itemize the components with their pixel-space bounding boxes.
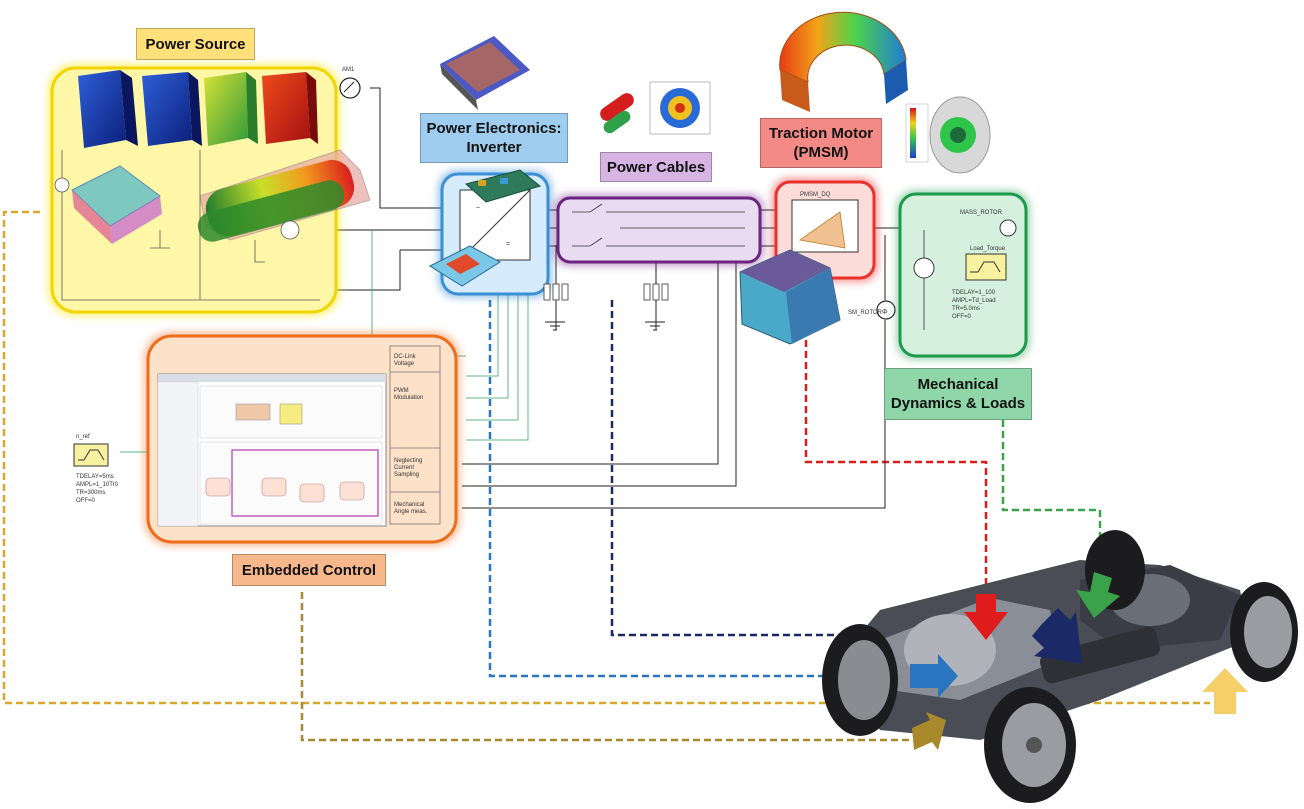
speed-ref-param-1: TDELAY=5ms <box>76 474 114 480</box>
dashed-links <box>2 210 1210 742</box>
inverter-3d-render <box>440 36 530 110</box>
label-embedded-control: Embedded Control <box>232 554 386 586</box>
arrow-inverter <box>910 654 958 698</box>
motor-colorbar-render <box>905 96 991 174</box>
link-power-source <box>2 210 1210 705</box>
speed-ref-param-2: AMPL=1_10Tr0 <box>76 482 119 488</box>
inverter-module-icon <box>428 245 501 287</box>
ammeter-label: AM1 <box>342 67 355 73</box>
svg-text:Φ: Φ <box>882 309 888 316</box>
speed-ref-param-3: TR=300ms <box>76 490 106 496</box>
label-mechanical: Mechanical Dynamics & Loads <box>884 368 1032 420</box>
vehicle-arrows <box>910 572 1248 750</box>
power-source-panel <box>48 64 371 316</box>
link-mechanical <box>1001 420 1102 570</box>
label-power-electronics: Power Electronics: Inverter <box>420 113 568 163</box>
label-traction-motor: Traction Motor (PMSM) <box>760 118 882 168</box>
control-software-window <box>157 373 387 527</box>
load-param-2: AMPL=Td_Load <box>952 298 996 304</box>
battery-cell-icons <box>78 70 318 148</box>
cable-3d-render <box>600 81 711 135</box>
mechanical-panel: MASS_ROTOR Load_Torque TDELAY=1_100 AMPL… <box>896 190 1030 360</box>
battery-pack-icon <box>197 149 371 242</box>
wheel-rear-right <box>1230 582 1298 682</box>
speed-reference-block: n_ref TDELAY=5ms AMPL=1_10Tr0 TR=300ms O… <box>73 434 119 504</box>
rotor-sensor-label: SM_ROTOR <box>848 310 883 316</box>
speed-ref-param-4: OFF=0 <box>76 498 96 504</box>
label-power-source: Power Source <box>136 28 255 60</box>
battery-module-icon <box>71 165 162 244</box>
wheel-front-left <box>822 624 898 736</box>
svg-text:~: ~ <box>476 205 480 212</box>
link-traction-motor <box>804 285 988 590</box>
motor-housing-render <box>739 249 841 345</box>
load-param-3: TR=5.0ms <box>952 306 980 312</box>
arrow-traction-motor <box>964 594 1008 640</box>
mass-label: MASS_ROTOR <box>960 210 1003 216</box>
inverter-pcb-icon <box>464 169 542 203</box>
arrow-mechanical <box>1076 572 1120 618</box>
rotor-sensor-icon: Φ SM_ROTOR <box>848 300 896 320</box>
ammeter-icon: AM1 <box>339 67 361 99</box>
load-param-1: TDELAY=1_100 <box>952 290 996 296</box>
battery-circuit <box>54 150 320 301</box>
link-power-cables <box>610 300 1046 637</box>
load-param-4: OFF=0 <box>952 314 972 320</box>
label-power-cables: Power Cables <box>600 152 712 182</box>
arrow-power-cables <box>1032 608 1082 664</box>
link-embedded-control <box>300 592 912 742</box>
motor-stator-render <box>779 11 908 112</box>
svg-text:=: = <box>506 241 510 248</box>
arrow-embedded-control <box>912 712 946 750</box>
arrow-power-source <box>1202 668 1248 714</box>
control-port-column <box>389 345 441 525</box>
pmsm-label: PMSM_DQ <box>800 192 831 198</box>
link-inverter <box>488 300 912 678</box>
vehicle-chassis-render <box>822 530 1298 803</box>
inverter-panel: ~ = <box>428 169 552 298</box>
wheel-front-right <box>984 687 1076 803</box>
cable-resistor-2 <box>643 283 669 301</box>
cable-resistor-1 <box>543 283 569 301</box>
speed-ref-name: n_ref <box>76 434 90 440</box>
load-block-name: Load_Torque <box>970 246 1006 252</box>
power-cables-panel <box>543 194 764 301</box>
